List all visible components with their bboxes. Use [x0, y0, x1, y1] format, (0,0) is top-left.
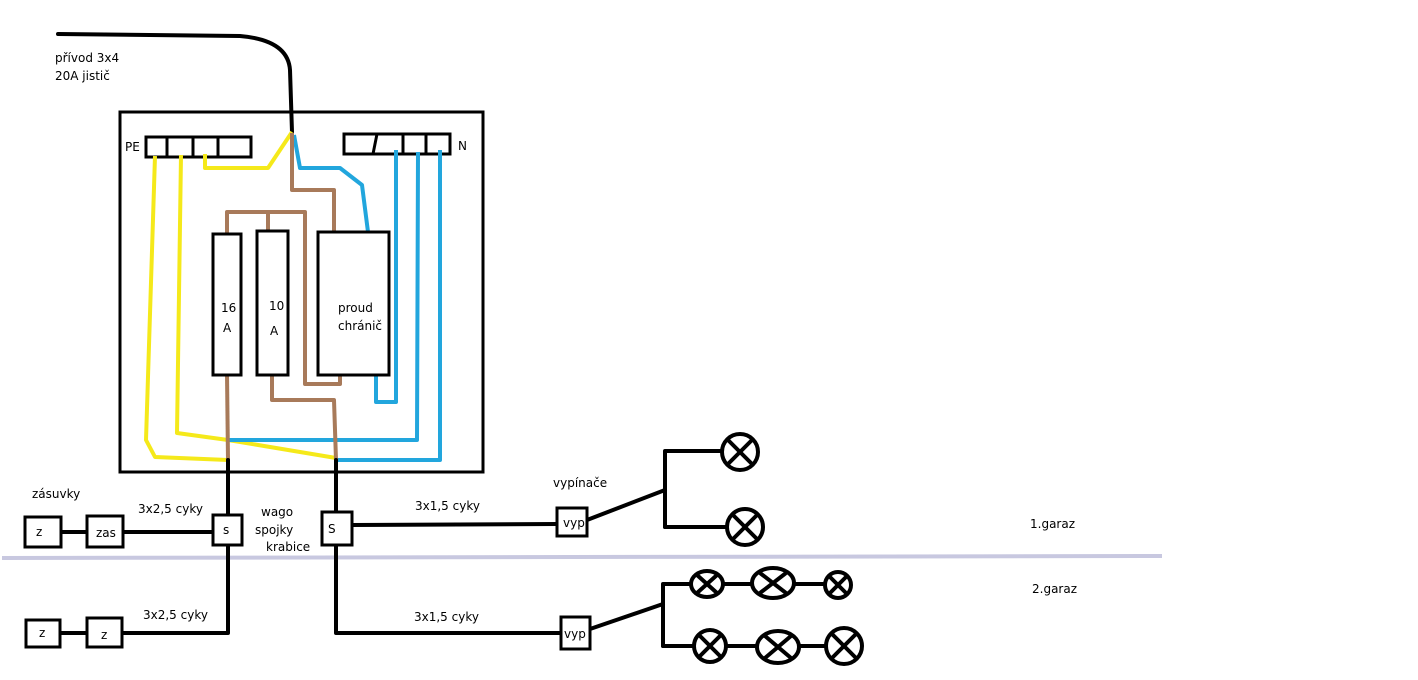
- earth-wires: [144, 130, 337, 462]
- socket-z-3: [85, 616, 124, 649]
- socket-z-2: [24, 618, 62, 649]
- wago-label-2: spojky: [255, 523, 293, 537]
- lamp-icon: [720, 432, 760, 472]
- socket-zas-label: zas: [96, 526, 116, 540]
- pe-label: PE: [125, 140, 140, 154]
- main-breaker-label: 20A jistič: [55, 69, 110, 83]
- junction-s-2-label: S: [328, 522, 336, 536]
- switches-label: vypínače: [553, 476, 607, 490]
- supply-cable: [56, 32, 294, 134]
- cable-lights-label-2: 3x1,5 cyky: [414, 610, 479, 624]
- lamp-icon: [823, 570, 853, 600]
- junction-box-2: [320, 510, 354, 547]
- garage-1-label: 1.garaz: [1030, 517, 1075, 531]
- phase-wires: [225, 133, 342, 461]
- wago-label-3: krabice: [266, 540, 310, 554]
- socket-zas: [85, 514, 125, 549]
- lamp-icon: [755, 629, 801, 665]
- socket-z-2-label: z: [39, 626, 45, 640]
- cable-sockets-label-2: 3x2,5 cyky: [143, 608, 208, 622]
- lamp-icon: [750, 566, 796, 600]
- cable-lights-label-1: 3x1,5 cyky: [415, 499, 480, 513]
- socket-z-1: [23, 515, 63, 549]
- lamp-icon: [824, 626, 864, 666]
- breaker-16-label-top: 16: [221, 301, 236, 315]
- switch-box-2: [559, 615, 592, 651]
- switch-2-label: vyp: [564, 627, 586, 641]
- junction-box-1: [211, 513, 244, 547]
- garage-2-label: 2.garaz: [1032, 582, 1077, 596]
- pe-terminal-bar: [144, 135, 253, 159]
- cable-sockets-label-1: 3x2,5 cyky: [138, 502, 203, 516]
- breaker-16-label-bottom: A: [223, 321, 232, 335]
- lamp-icon: [692, 628, 728, 664]
- supply-label: přívod 3x4: [55, 51, 119, 65]
- breaker-16a: [211, 232, 243, 377]
- breaker-10-label-bottom: A: [270, 324, 279, 338]
- rcd-box: [316, 230, 391, 377]
- lamp-icon: [689, 569, 725, 599]
- sockets-label: zásuvky: [32, 487, 80, 501]
- breaker-10-label-top: 10: [269, 299, 284, 313]
- junction-s-1-label: s: [223, 523, 229, 537]
- wago-label-1: wago: [261, 505, 293, 519]
- switch-1-label: vyp: [563, 516, 585, 530]
- lamp-icon: [725, 507, 765, 547]
- socket-z-3-label: z: [101, 628, 107, 642]
- rcd-label-top: proud: [338, 301, 373, 315]
- n-label: N: [458, 139, 467, 153]
- breaker-10a: [255, 229, 290, 377]
- neutral-wires: [228, 134, 442, 462]
- garage-divider: [1, 554, 1163, 560]
- distribution-board: [118, 110, 485, 474]
- socket-z-1-label: z: [36, 525, 42, 539]
- rcd-label-bottom: chránič: [338, 319, 382, 333]
- n-terminal-bar: [342, 132, 452, 156]
- switch-box-1: [555, 506, 589, 538]
